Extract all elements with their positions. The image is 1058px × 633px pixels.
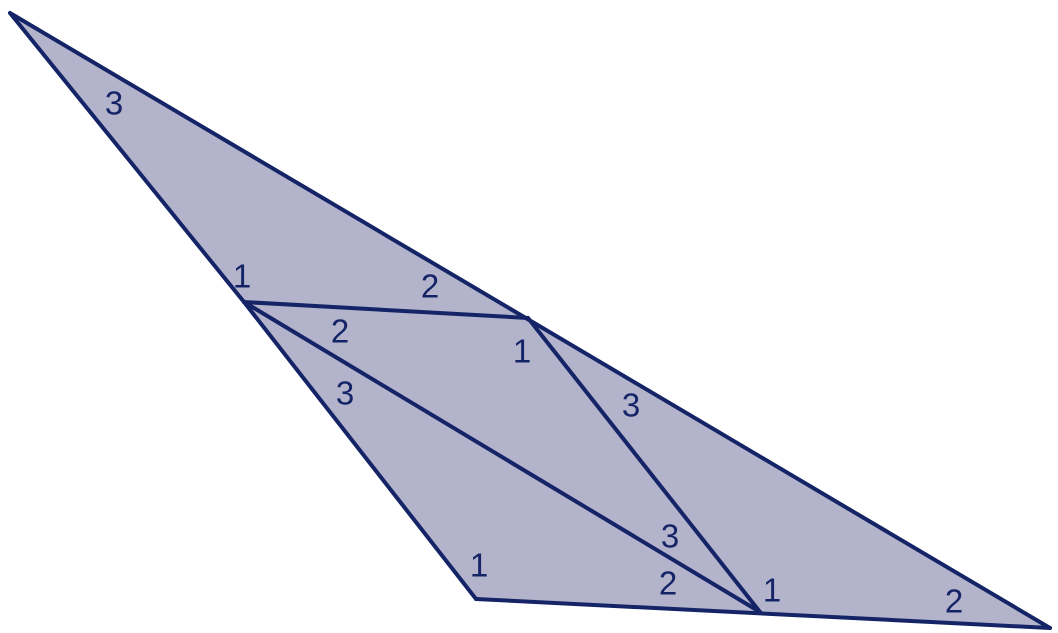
edge-lower-left [242, 300, 478, 601]
edge-inner-top [242, 300, 530, 320]
edge-bottom [474, 597, 1052, 630]
angle-label-right-apex: 2 [945, 583, 963, 620]
angle-label-upper-mid-top: 2 [421, 268, 439, 305]
edge-inner-right [526, 316, 762, 614]
edge-top-left [8, 11, 246, 304]
angle-label-left-vertex-top: 1 [233, 258, 251, 295]
angle-label-left-vertex-bottom: 3 [336, 375, 354, 412]
angle-label-upper-mid-below: 1 [513, 333, 531, 370]
edge-inner-diagonal [242, 300, 762, 614]
angle-label-bottom-left-vertex: 1 [470, 547, 488, 584]
angle-label-bottom-mid-upper: 3 [661, 518, 679, 555]
angle-label-left-vertex-middle: 2 [331, 313, 349, 350]
angle-label-bottom-mid-left: 2 [659, 565, 677, 602]
angle-label-bottom-mid-right: 1 [763, 572, 781, 609]
angle-label-upper-mid-right: 3 [622, 387, 640, 424]
angle-label-top-apex: 3 [105, 85, 123, 122]
